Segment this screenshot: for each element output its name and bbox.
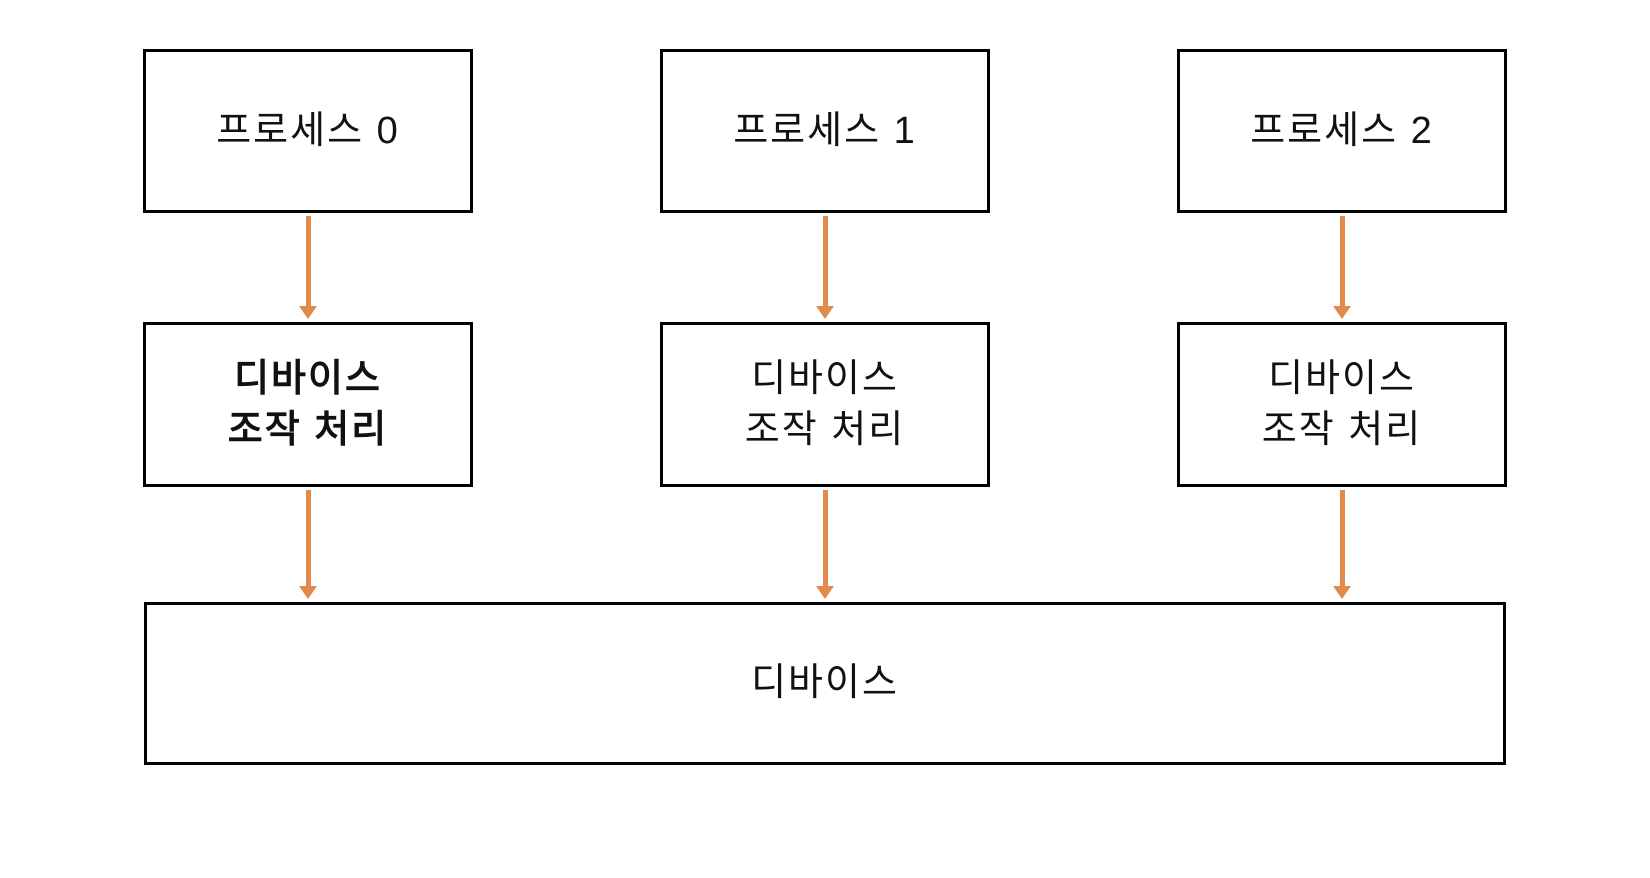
process-2-label: 프로세스 2	[1250, 109, 1434, 152]
arrow-shaft	[822, 216, 828, 306]
device-handler-2-label-line1: 디바이스	[1268, 358, 1416, 401]
arrow-shaft	[822, 490, 828, 586]
arrow-down-icon	[816, 216, 834, 319]
process-0-box: 프로세스 0	[143, 49, 473, 213]
arrow-shaft	[305, 490, 311, 586]
arrow-down-icon	[1333, 490, 1351, 599]
arrow-head	[1333, 306, 1351, 319]
process-2-box: 프로세스 2	[1177, 49, 1507, 213]
arrow-shaft	[1339, 216, 1345, 306]
device-handler-0-label-line1: 디바이스	[234, 358, 382, 401]
device-label: 디바이스	[751, 662, 899, 705]
arrow-head	[816, 586, 834, 599]
device-box: 디바이스	[144, 602, 1506, 765]
process-0-label: 프로세스 0	[216, 109, 400, 152]
arrow-head	[1333, 586, 1351, 599]
device-handler-2-label-line2: 조작 처리	[1261, 408, 1423, 451]
arrow-down-icon	[816, 490, 834, 599]
device-handler-0-label-line2: 조작 처리	[227, 408, 389, 451]
arrow-down-icon	[299, 216, 317, 319]
arrow-head	[299, 306, 317, 319]
process-1-label: 프로세스 1	[733, 109, 917, 152]
arrow-head	[816, 306, 834, 319]
arrow-head	[299, 586, 317, 599]
device-handler-0-box: 디바이스 조작 처리	[143, 322, 473, 487]
device-handler-1-label-line2: 조작 처리	[744, 408, 906, 451]
arrow-shaft	[1339, 490, 1345, 586]
device-handler-1-box: 디바이스 조작 처리	[660, 322, 990, 487]
device-handler-2-box: 디바이스 조작 처리	[1177, 322, 1507, 487]
device-handler-1-label-line1: 디바이스	[751, 358, 899, 401]
process-1-box: 프로세스 1	[660, 49, 990, 213]
arrow-down-icon	[1333, 216, 1351, 319]
arrow-down-icon	[299, 490, 317, 599]
arrow-shaft	[305, 216, 311, 306]
